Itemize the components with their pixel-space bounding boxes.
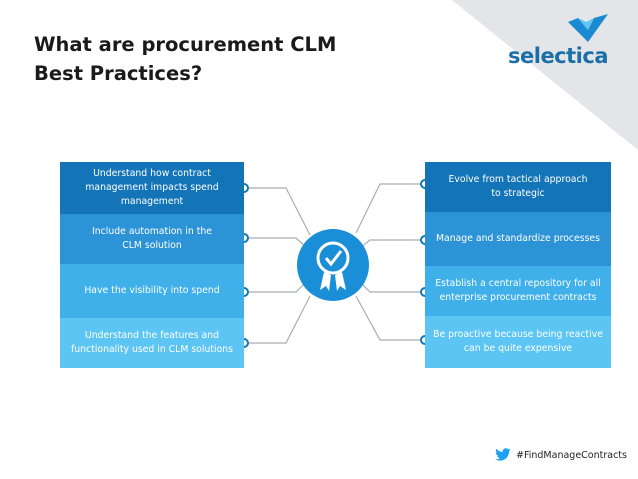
title-line-2: Best Practices? xyxy=(34,62,203,85)
practice-text: Establish a central repository for all xyxy=(435,278,601,289)
practice-text: functionality used in CLM solutions xyxy=(71,344,233,355)
practice-box-left-3: Have the visibility into spend xyxy=(60,264,244,318)
practice-box-left-2: Include automation in the CLM solution xyxy=(60,214,244,264)
selectica-logo: selectica xyxy=(508,12,612,72)
hashtag-text: #FindManageContracts xyxy=(516,449,627,461)
practice-text: Have the visibility into spend xyxy=(84,285,220,296)
practice-text: CLM solution xyxy=(122,240,182,251)
practice-text: management impacts spend xyxy=(85,182,219,193)
twitter-bird-icon xyxy=(495,448,511,461)
page-title: What are procurement CLM Best Practices? xyxy=(34,30,336,88)
practice-box-right-3: Establish a central repository for all e… xyxy=(425,266,611,316)
selectica-bird-icon xyxy=(568,14,608,42)
brand-name: selectica xyxy=(508,44,609,68)
practice-text: Manage and standardize processes xyxy=(436,233,600,244)
practice-text: Understand the features and xyxy=(84,330,220,341)
practice-text: enterprise procurement contracts xyxy=(439,292,597,303)
practice-text: to strategic xyxy=(491,188,545,199)
practice-text: Evolve from tactical approach xyxy=(448,174,588,185)
hashtag-link[interactable]: #FindManageContracts xyxy=(494,448,627,462)
practice-box-right-2: Manage and standardize processes xyxy=(425,212,611,266)
award-ribbon-check-icon xyxy=(297,229,369,301)
title-line-1: What are procurement CLM xyxy=(34,33,337,56)
practice-box-right-4: Be proactive because being reactive can … xyxy=(425,316,611,368)
practice-text: Understand how contract xyxy=(93,168,211,179)
practice-box-left-1: Understand how contract management impac… xyxy=(60,162,244,214)
practice-text: can be quite expensive xyxy=(463,343,573,354)
practice-text: Include automation in the xyxy=(92,226,212,237)
practice-box-left-4: Understand the features and functionalit… xyxy=(60,318,244,368)
practice-text: Be proactive because being reactive xyxy=(433,329,603,340)
practice-text: management xyxy=(120,196,184,207)
practice-box-right-1: Evolve from tactical approach to strateg… xyxy=(425,162,611,212)
